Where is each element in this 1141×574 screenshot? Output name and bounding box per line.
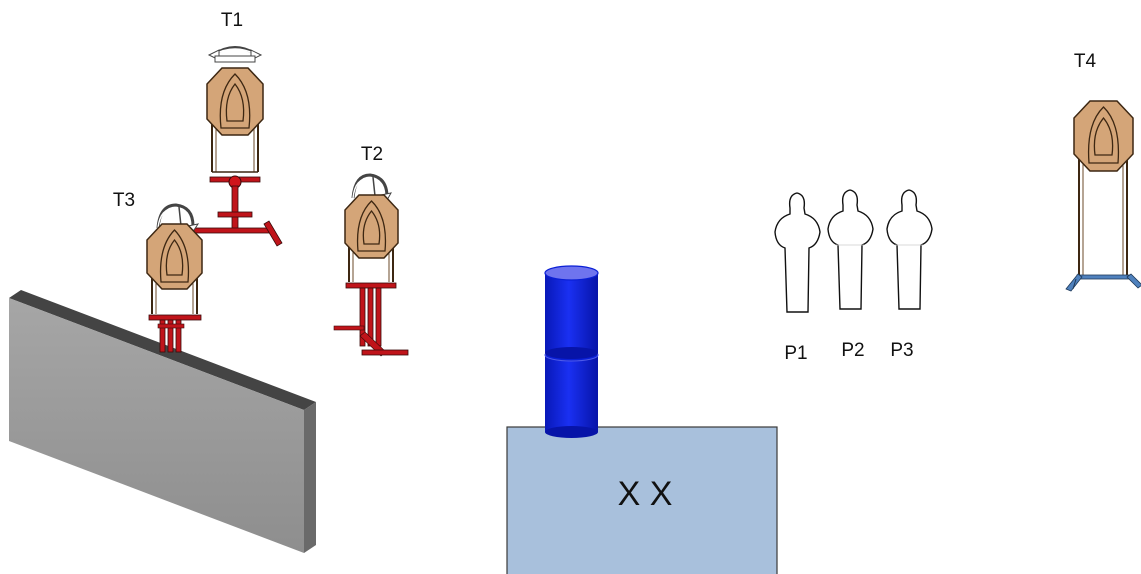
paper-target-p1: P1	[774, 192, 821, 364]
target-t4: T4	[1065, 51, 1141, 292]
t2-rotate-arrow-icon	[351, 173, 392, 203]
paper-target-p2: P2	[827, 189, 874, 361]
barrel-top	[544, 265, 599, 281]
t1-steel-plate	[206, 67, 264, 136]
target-t4-label: T4	[1074, 51, 1097, 72]
barrel-stack	[544, 265, 599, 438]
target-t1-label: T1	[221, 10, 243, 31]
paper-target-p3-label: P3	[890, 340, 913, 361]
t2-red-frame	[333, 282, 409, 357]
shooting-box-label: X X	[618, 475, 673, 513]
t4-steel-plate	[1073, 100, 1134, 172]
t4-stand	[1065, 150, 1141, 292]
wall-front-face	[9, 298, 304, 553]
target-t1: T1	[189, 10, 283, 247]
barrel-lower	[544, 348, 599, 438]
target-t3: T3	[113, 190, 203, 353]
t3-rotate-arrow-icon	[156, 203, 200, 234]
barrel-upper	[544, 265, 599, 359]
shooting-box: X X	[506, 426, 778, 574]
wall-end-face	[304, 402, 316, 553]
target-t2: T2	[333, 144, 409, 357]
t1-red-frame	[189, 175, 283, 247]
paper-target-p3: P3	[886, 189, 933, 361]
paper-target-p2-label: P2	[841, 340, 864, 361]
t3-red-frame	[148, 314, 202, 353]
t2-steel-plate	[344, 194, 399, 259]
target-t2-label: T2	[361, 144, 383, 165]
paper-target-p1-label: P1	[784, 343, 807, 364]
target-t3-label: T3	[113, 190, 135, 211]
t1-hanger	[211, 118, 259, 173]
paper-targets: P1 P2 P3	[774, 189, 933, 364]
t3-steel-plate	[146, 223, 203, 290]
shooting-box-area	[506, 426, 778, 574]
swing-arrow-icon	[207, 46, 263, 63]
